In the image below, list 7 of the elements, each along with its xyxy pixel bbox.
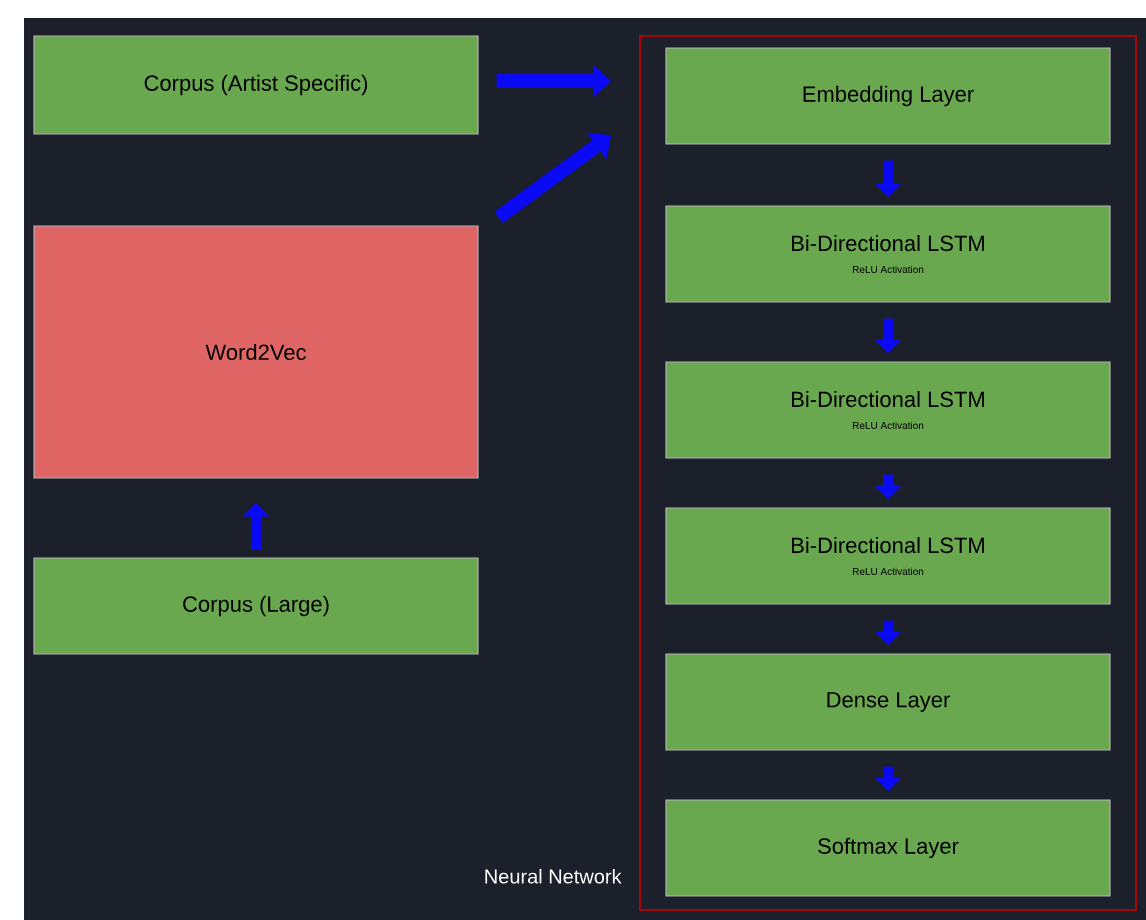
layer-box: Embedding Layer [665,47,1111,145]
group-label: Neural Network [485,868,622,884]
layer-box: Softmax Layer [665,799,1111,897]
model-box: Word2Vec [33,225,479,479]
layer-box: Corpus (Large) [33,557,479,655]
layer-box: Corpus (Artist Specific) [33,35,479,135]
layer-box: Dense Layer [665,653,1111,751]
